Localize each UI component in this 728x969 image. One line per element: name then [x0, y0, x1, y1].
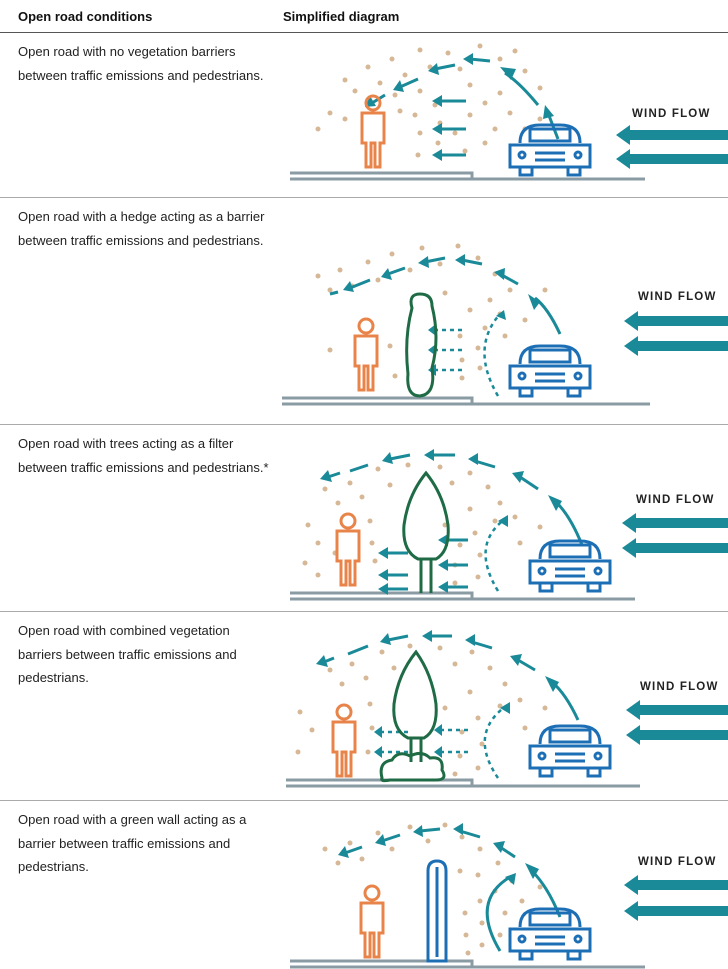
- sidewalk: [282, 396, 474, 404]
- pedestrian-icon: [335, 512, 361, 587]
- condition-description: Open road with combined vegetation barri…: [18, 623, 237, 685]
- car-icon: [508, 344, 592, 398]
- wind-flow-arrows: [624, 311, 728, 356]
- wind-flow-label: WIND FLOW: [632, 108, 711, 120]
- arrowheads: [316, 630, 559, 758]
- table-row: Open road with a hedge acting as a barri…: [0, 198, 728, 425]
- emission-particles: [322, 822, 543, 956]
- emission-particles: [315, 243, 548, 381]
- wind-arrows-up: [323, 634, 580, 721]
- wind-arrows-up: [344, 827, 562, 952]
- arrowheads: [365, 53, 554, 161]
- recirculation-dashed-arrows: [380, 704, 507, 779]
- recirculation-dashed-arrows: [432, 313, 501, 397]
- recirculation-dashed-arrows: [484, 517, 506, 592]
- diagram-green-wall: WIND FLOW: [290, 822, 728, 969]
- sidewalk: [290, 171, 474, 179]
- condition-description: Open road with a hedge acting as a barri…: [18, 209, 265, 248]
- emission-particles: [315, 43, 543, 158]
- wind-flow-arrows: [616, 125, 728, 169]
- condition-description: Open road with trees acting as a filter …: [18, 436, 269, 475]
- wind-flow-label: WIND FLOW: [638, 291, 717, 303]
- table-row: Open road with trees acting as a filter …: [0, 425, 728, 612]
- diagram-combined: WIND FLOW: [286, 630, 728, 788]
- table-header: Open road conditions Simplified diagram: [0, 0, 728, 33]
- condition-description: Open road with a green wall acting as a …: [18, 812, 247, 874]
- car-icon: [508, 123, 592, 177]
- wind-arrows-up: [329, 256, 562, 335]
- diagram-no-barrier: WIND FLOW: [290, 43, 728, 181]
- wind-flow-arrows: [622, 513, 728, 558]
- condition-description: Open road with no vegetation barriers be…: [18, 44, 264, 83]
- car-icon: [508, 907, 592, 961]
- diagram-tree: WIND FLOW: [290, 449, 728, 601]
- shrub-icon: [379, 751, 446, 783]
- tree-icon: [402, 470, 450, 593]
- arrowheads: [320, 449, 562, 595]
- arrowheads: [343, 254, 540, 376]
- sidewalk: [290, 959, 474, 967]
- pedestrian-icon: [360, 94, 386, 169]
- table-row: Open road with no vegetation barriers be…: [0, 33, 728, 198]
- green-wall-icon: [426, 859, 448, 963]
- column-header-diagram: Simplified diagram: [283, 9, 400, 24]
- diagram-hedge: WIND FLOW: [282, 243, 728, 406]
- wind-flow-arrows: [626, 700, 728, 745]
- wind-flow-label: WIND FLOW: [636, 494, 715, 506]
- wind-flow-label: WIND FLOW: [640, 681, 719, 693]
- arrowheads: [338, 823, 539, 885]
- sidewalk: [290, 591, 474, 599]
- table-row: Open road with combined vegetation barri…: [0, 612, 728, 801]
- table-row: Open road with a green wall acting as a …: [0, 801, 728, 969]
- wind-flow-label: WIND FLOW: [638, 856, 717, 868]
- pedestrian-icon: [353, 317, 379, 392]
- wind-flow-arrows: [624, 875, 728, 921]
- pedestrian-icon: [331, 703, 357, 778]
- wind-arrows-up: [327, 453, 584, 591]
- sidewalk: [286, 778, 474, 786]
- column-header-conditions: Open road conditions: [18, 9, 153, 24]
- car-icon: [528, 539, 612, 593]
- pedestrian-icon: [359, 884, 385, 959]
- tree-icon: [392, 649, 438, 762]
- emission-particles: [295, 643, 548, 777]
- car-icon: [528, 724, 612, 778]
- hedge-icon: [405, 292, 438, 398]
